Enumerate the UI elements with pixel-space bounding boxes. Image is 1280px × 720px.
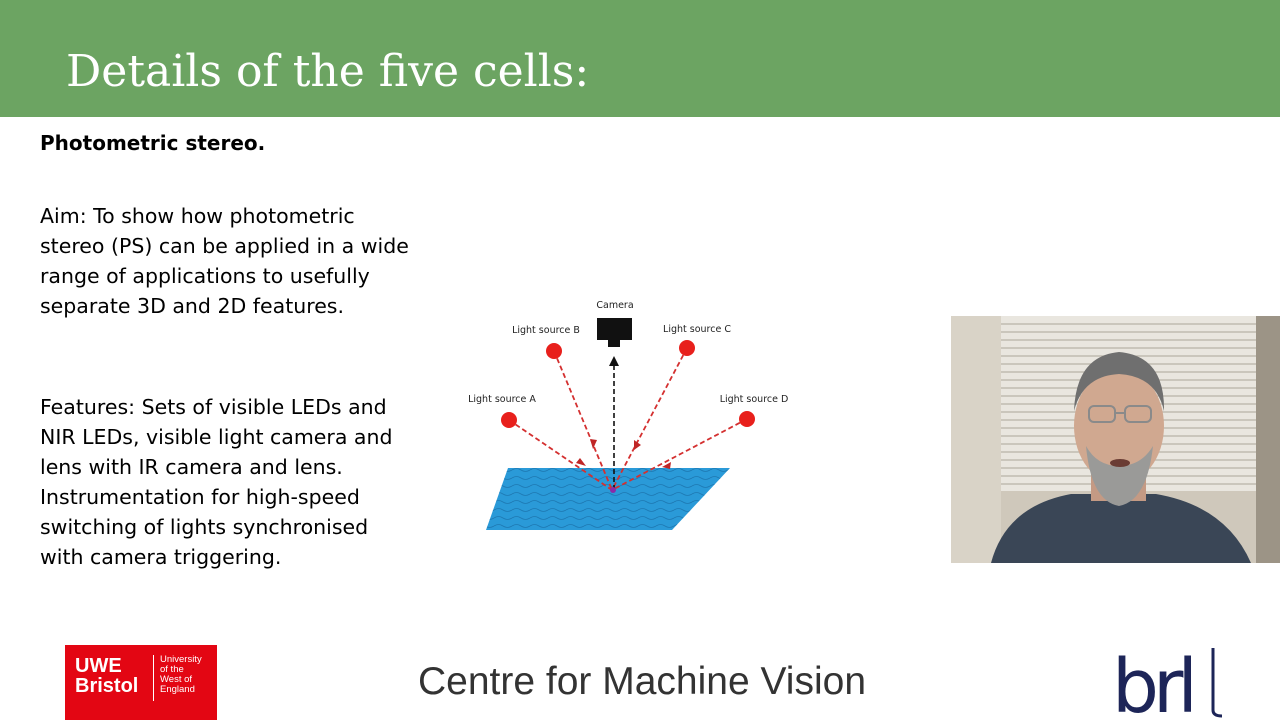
light-a-label: Light source A bbox=[468, 394, 536, 405]
brl-logo: brl bbox=[1112, 644, 1223, 720]
uwe-logo-line1: UWE bbox=[75, 655, 122, 677]
camera-icon bbox=[597, 318, 632, 340]
light-source-b-dot bbox=[546, 343, 562, 359]
uwe-logo-small3: West of bbox=[160, 674, 193, 685]
light-b-label: Light source B bbox=[512, 325, 580, 336]
aim-paragraph: Aim: To show how photometric stereo (PS)… bbox=[40, 204, 409, 318]
uwe-logo-divider bbox=[153, 655, 154, 701]
presenter-video bbox=[951, 316, 1280, 563]
light-source-c-dot bbox=[679, 340, 695, 356]
light-c-label: Light source C bbox=[663, 324, 731, 335]
features-paragraph: Features: Sets of visible LEDs and NIR L… bbox=[40, 395, 393, 569]
section-heading: Photometric stereo. bbox=[40, 131, 266, 155]
uwe-logo-small4: England bbox=[160, 684, 195, 695]
presenter-video-frame bbox=[951, 316, 1280, 563]
slide-title: Details of the five cells: bbox=[66, 46, 590, 97]
ray-c bbox=[611, 347, 688, 491]
light-source-d-dot bbox=[739, 411, 755, 427]
centre-name: Centre for Machine Vision bbox=[418, 660, 867, 703]
uwe-logo-line2: Bristol bbox=[75, 675, 139, 697]
brl-logo-text: brl bbox=[1112, 644, 1192, 720]
uwe-bristol-logo: UWE Bristol University of the West of En… bbox=[65, 645, 217, 720]
photometric-stereo-diagram: Camera Light source B Light source C Lig… bbox=[468, 300, 789, 530]
ray-d bbox=[611, 418, 748, 491]
camera-label: Camera bbox=[596, 300, 633, 311]
light-d-label: Light source D bbox=[720, 394, 789, 405]
title-bar: Details of the five cells: bbox=[0, 0, 1280, 117]
light-source-a-dot bbox=[501, 412, 517, 428]
uwe-logo-small2: of the bbox=[160, 664, 184, 675]
ray-a bbox=[508, 419, 613, 491]
ray-b bbox=[553, 350, 613, 491]
uwe-logo-small1: University bbox=[160, 654, 202, 665]
